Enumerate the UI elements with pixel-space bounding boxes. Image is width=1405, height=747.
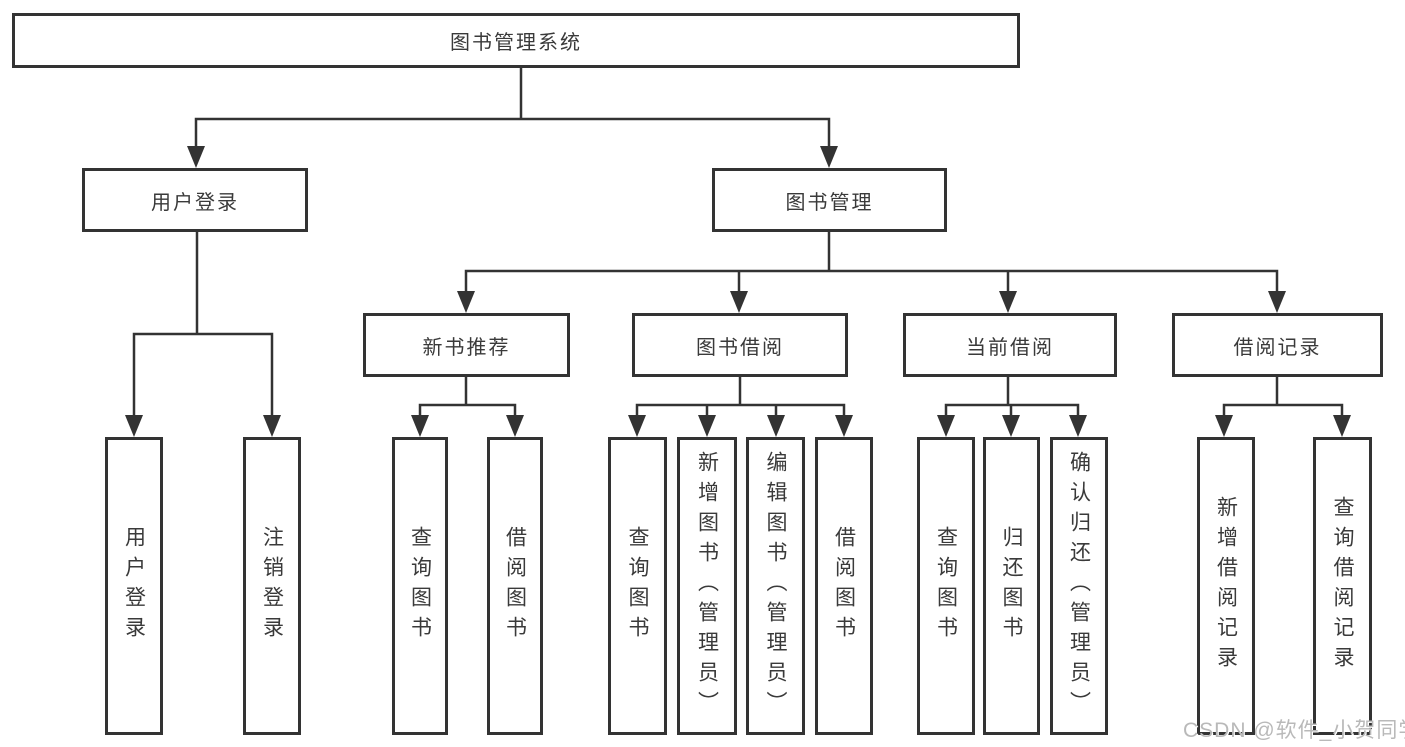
arrowhead-icon <box>506 415 524 437</box>
connector-root-to-level2 <box>194 68 831 148</box>
node-label: 新书推荐 <box>422 336 511 359</box>
arrowhead-icon <box>457 291 475 313</box>
node-label: 查询图书 <box>626 526 649 646</box>
arrowhead-icon <box>937 415 955 437</box>
node-book-borrow: 图书借阅 <box>632 313 848 377</box>
node-label: 新增借阅记录 <box>1214 496 1238 676</box>
node-current-borrow: 当前借阅 <box>903 313 1117 377</box>
arrowhead-icon <box>125 415 143 437</box>
leaf-edit-books-admin: 编辑图书（管理员） <box>746 437 805 735</box>
node-label: 查询借阅记录 <box>1331 496 1354 676</box>
arrowhead-icon <box>1002 415 1020 437</box>
connector-newbook-to-leaves <box>418 377 517 418</box>
arrowhead-icon <box>411 415 429 437</box>
csdn-watermark: CSDN @软件_小贺同学 <box>1183 719 1405 742</box>
node-label: 图书管理 <box>785 191 874 214</box>
node-label: 新增图书（管理员） <box>695 451 719 721</box>
arrowheads <box>125 146 1351 437</box>
node-label: 图书管理系统 <box>450 32 582 54</box>
arrowhead-icon <box>187 146 205 168</box>
arrowhead-icon <box>1268 291 1286 313</box>
node-label: 借阅图书 <box>832 526 856 646</box>
arrowhead-icon <box>263 415 281 437</box>
connector-bookborrow-to-leaves <box>635 377 846 418</box>
node-book-management: 图书管理 <box>712 168 947 232</box>
leaf-add-borrow-record: 新增借阅记录 <box>1197 437 1255 735</box>
node-label: 确认归还（管理员） <box>1067 451 1091 721</box>
node-label: 编辑图书（管理员） <box>764 451 787 721</box>
arrowhead-icon <box>820 146 838 168</box>
arrowhead-icon <box>1215 415 1233 437</box>
arrowhead-icon <box>698 415 716 437</box>
node-label: 查询图书 <box>934 526 958 646</box>
leaf-borrow-books-recommend: 借阅图书 <box>487 437 543 735</box>
connector-records-to-leaves <box>1222 377 1344 418</box>
arrowhead-icon <box>628 415 646 437</box>
node-label: 查询图书 <box>408 526 432 646</box>
node-label: 当前借阅 <box>966 336 1054 359</box>
arrowhead-icon <box>730 291 748 313</box>
leaf-logout: 注销登录 <box>243 437 301 735</box>
leaf-query-books-recommend: 查询图书 <box>392 437 448 735</box>
node-label: 借阅图书 <box>503 526 527 646</box>
leaf-user-login: 用户登录 <box>105 437 163 735</box>
node-library-system: 图书管理系统 <box>12 13 1020 68</box>
node-label: 图书借阅 <box>696 336 784 359</box>
connector-bookmgmt-to-level3 <box>464 232 1279 294</box>
node-label: 归还图书 <box>1000 526 1023 646</box>
leaf-borrow-books: 借阅图书 <box>815 437 873 735</box>
arrowhead-icon <box>1069 415 1087 437</box>
arrowhead-icon <box>1333 415 1351 437</box>
arrowhead-icon <box>835 415 853 437</box>
node-label: 用户登录 <box>122 526 146 646</box>
leaf-return-books: 归还图书 <box>983 437 1040 735</box>
leaf-query-books-borrow: 查询图书 <box>608 437 667 735</box>
leaf-confirm-return-admin: 确认归还（管理员） <box>1050 437 1108 735</box>
node-label: 用户登录 <box>151 191 239 214</box>
connector-userlogin-to-leaves <box>132 232 274 418</box>
node-new-book-recommend: 新书推荐 <box>363 313 570 377</box>
leaf-query-borrow-record: 查询借阅记录 <box>1313 437 1372 735</box>
leaf-query-books-current: 查询图书 <box>917 437 975 735</box>
arrowhead-icon <box>767 415 785 437</box>
connector-currentborrow-to-leaves <box>944 377 1080 418</box>
node-borrow-records: 借阅记录 <box>1172 313 1383 377</box>
node-label: 借阅记录 <box>1233 336 1322 359</box>
node-label: 注销登录 <box>260 526 284 646</box>
leaf-add-books-admin: 新增图书（管理员） <box>677 437 737 735</box>
node-user-login: 用户登录 <box>82 168 308 232</box>
arrowhead-icon <box>999 291 1017 313</box>
